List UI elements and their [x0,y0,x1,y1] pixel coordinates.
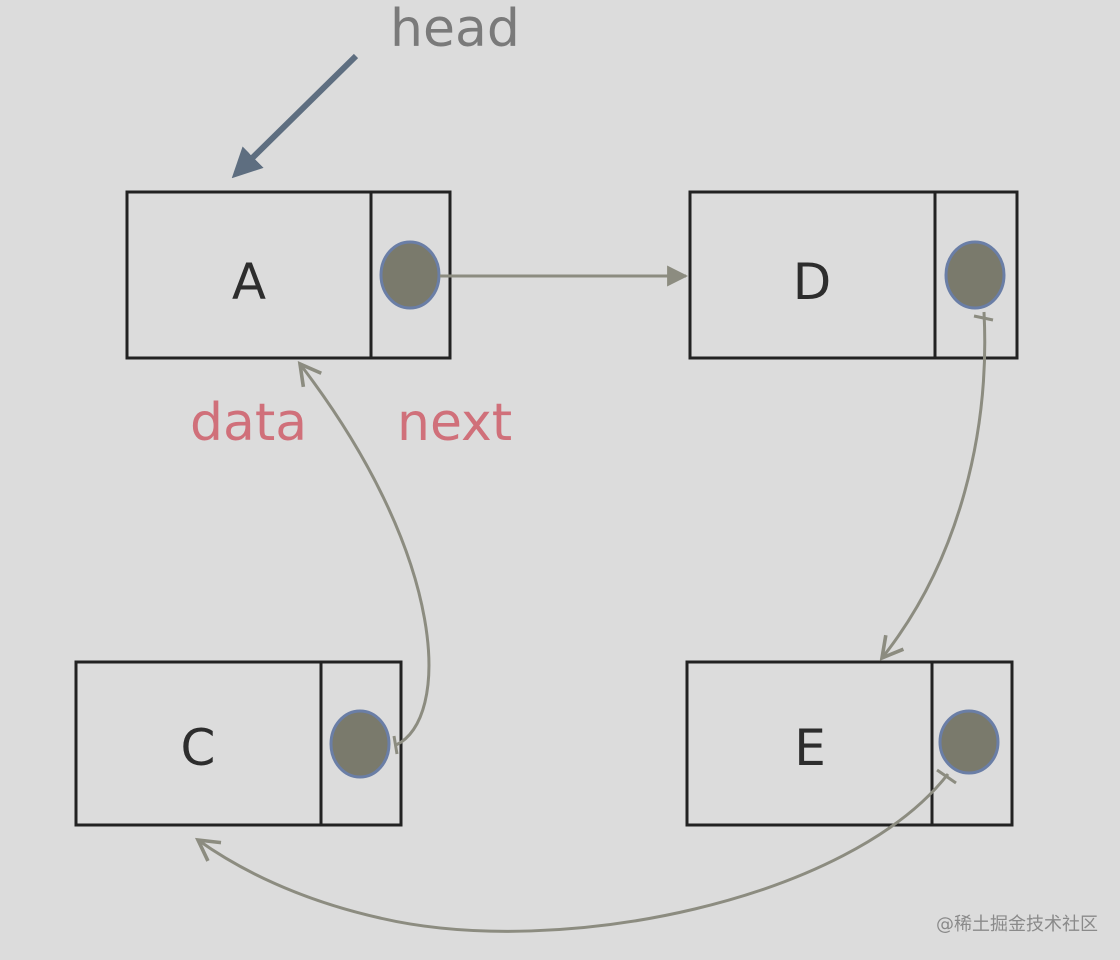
node-e-label: E [794,719,826,777]
node-a-pointer-dot [379,240,441,310]
link-e-to-c-arrow [194,773,950,933]
node-a-data-cell [125,190,373,360]
link-c-to-a-tail [392,735,399,755]
watermark: @稀土掘金技术社区 [936,914,1098,935]
link-d-to-e-arrow [879,311,987,661]
node-c-pointer-dot [329,709,391,779]
link-c-to-a-arrow [297,361,431,747]
link-e-to-c-tail [936,768,957,785]
node-e-data-cell [685,660,934,827]
node-d-pointer-dot [944,240,1006,310]
node-a-label: A [232,253,266,311]
head-arrow [231,53,359,179]
link-d-to-e-tail [973,314,994,322]
head-label: head [390,0,520,59]
node-d-label: D [793,253,832,311]
node-c-data-cell [74,660,323,827]
node-a: A [125,190,452,360]
data-field-label: data [190,393,307,453]
node-c-label: C [181,719,216,777]
node-c: C [74,660,403,827]
node-d: D [688,190,1019,360]
node-e: E [685,660,1014,827]
node-e-pointer-dot [938,709,1000,775]
next-field-label: next [397,393,512,453]
node-d-data-cell [688,190,937,360]
